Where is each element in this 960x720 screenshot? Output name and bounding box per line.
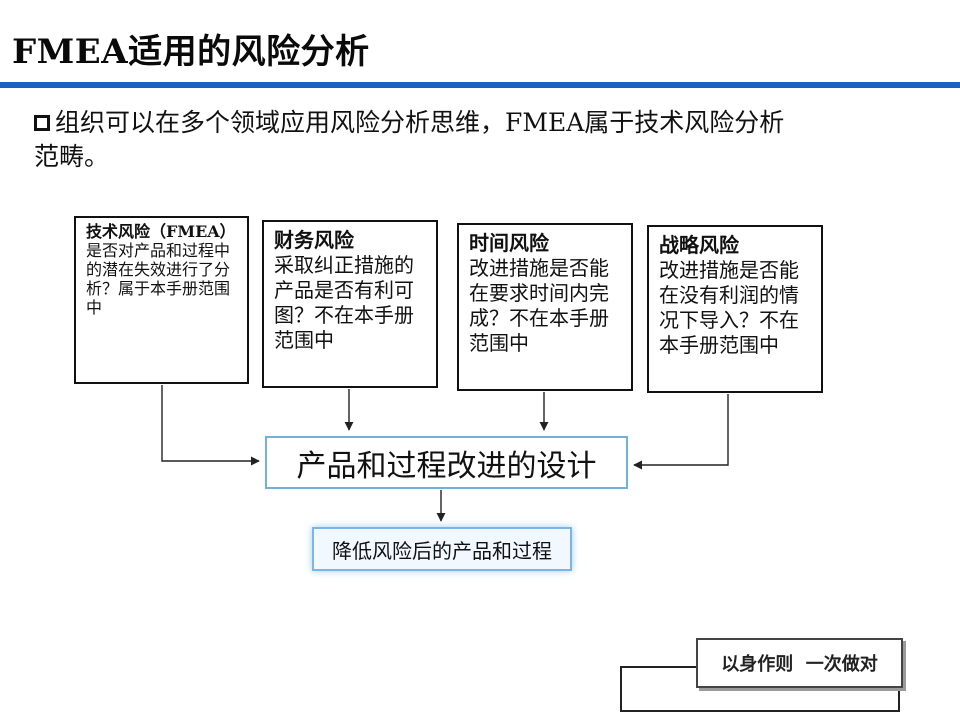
tech-risk-box: 技术风险（FMEA） 是否对产品和过程中的潜在失效进行了分析？属于本手册范围中 [74, 216, 249, 384]
tech-risk-title: 技术风险（FMEA） [86, 222, 236, 241]
slide-title: FMEA适用的风险分析 [12, 32, 370, 72]
arrow-tech-to-design [161, 385, 260, 466]
intro-bullet: 组织可以在多个领域应用风险分析思维，FMEA属于技术风险分析范畴。 [34, 106, 794, 174]
strategy-risk-body: 改进措施是否能在没有利润的情况下导入？不在本手册范围中 [659, 258, 799, 357]
finance-risk-title: 财务风险 [274, 228, 354, 252]
finance-risk-body: 采取纠正措施的产品是否有利可图？不在本手册范围中 [274, 253, 414, 352]
finance-risk-box: 财务风险 采取纠正措施的产品是否有利可图？不在本手册范围中 [262, 220, 438, 388]
reduced-risk-result-box: 降低风险后的产品和过程 [312, 527, 572, 571]
strategy-risk-box: 战略风险 改进措施是否能在没有利润的情况下导入？不在本手册范围中 [647, 225, 823, 393]
time-risk-box: 时间风险 改进措施是否能在要求时间内完成？不在本手册范围中 [457, 223, 633, 391]
improvement-design-box: 产品和过程改进的设计 [265, 436, 628, 489]
time-risk-body: 改进措施是否能在要求时间内完成？不在本手册范围中 [469, 256, 609, 355]
arrow-strategy-to-design [633, 394, 729, 470]
square-bullet-icon [34, 115, 50, 131]
footer-stamp: 以身作则 一次做对 [696, 638, 903, 688]
time-risk-title: 时间风险 [469, 231, 549, 255]
strategy-risk-title: 战略风险 [659, 233, 739, 257]
title-underline [0, 82, 960, 88]
intro-text: 组织可以在多个领域应用风险分析思维，FMEA属于技术风险分析范畴。 [34, 108, 785, 171]
tech-risk-body: 是否对产品和过程中的潜在失效进行了分析？属于本手册范围中 [86, 241, 231, 317]
